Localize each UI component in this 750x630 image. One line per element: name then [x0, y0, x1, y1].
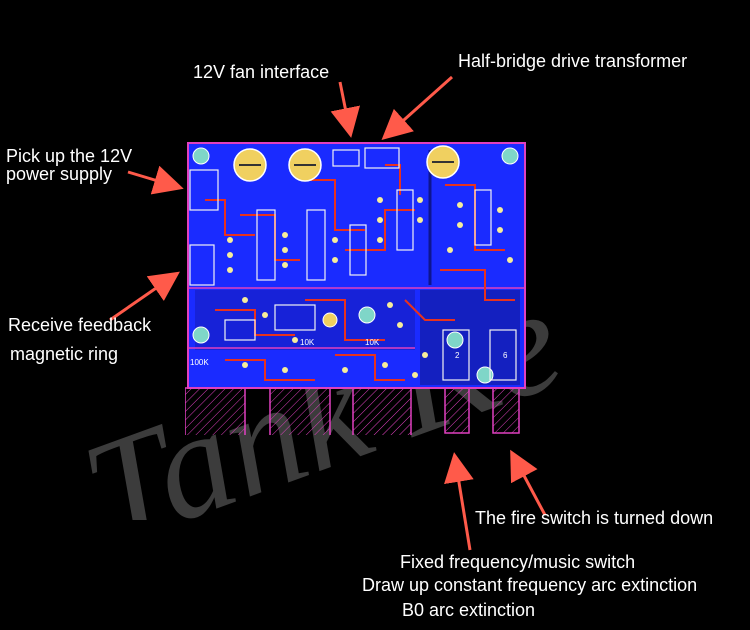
arrow-transformer — [381, 75, 453, 140]
pcb-board: 10K 10K 100K 2 6 — [185, 142, 526, 435]
label-b0: B0 arc extinction — [402, 600, 536, 620]
arrow-fixed-frequency — [444, 452, 474, 551]
label-fan-interface: 12V fan interface — [193, 62, 330, 82]
label-fixed-frequency: Fixed frequency/music switch — [400, 552, 636, 572]
small-pads — [227, 197, 513, 378]
mounting-pads — [192, 147, 519, 384]
label-power-line1: Pick up the 12V — [6, 146, 133, 166]
label-transformer: Half-bridge drive transformer — [458, 51, 688, 71]
label-draw-up: Draw up constant frequency arc extinctio… — [362, 575, 698, 595]
label-fire-switch: The fire switch is turned down — [475, 508, 714, 528]
arrow-fan — [330, 81, 361, 138]
top-connectors — [189, 147, 400, 286]
label-feedback-line1: Receive feedback — [8, 315, 152, 335]
mark-switch-6: 6 — [503, 351, 508, 360]
label-feedback-line2: magnetic ring — [10, 344, 119, 364]
arrow-fire-switch — [510, 449, 547, 516]
arrow-feedback — [109, 271, 180, 322]
mark-r10k-b: 10K — [365, 338, 380, 347]
mark-r100k: 100K — [190, 358, 209, 367]
mark-r10k-a: 10K — [300, 338, 315, 347]
arrow-power — [127, 165, 184, 195]
board-edge-blocks — [185, 387, 520, 435]
ic-footprints — [224, 189, 492, 341]
switch-connectors — [442, 329, 517, 381]
mark-switch-2: 2 — [455, 351, 460, 360]
label-power-line2: power supply — [6, 164, 113, 184]
trimmer-pots — [233, 145, 460, 182]
